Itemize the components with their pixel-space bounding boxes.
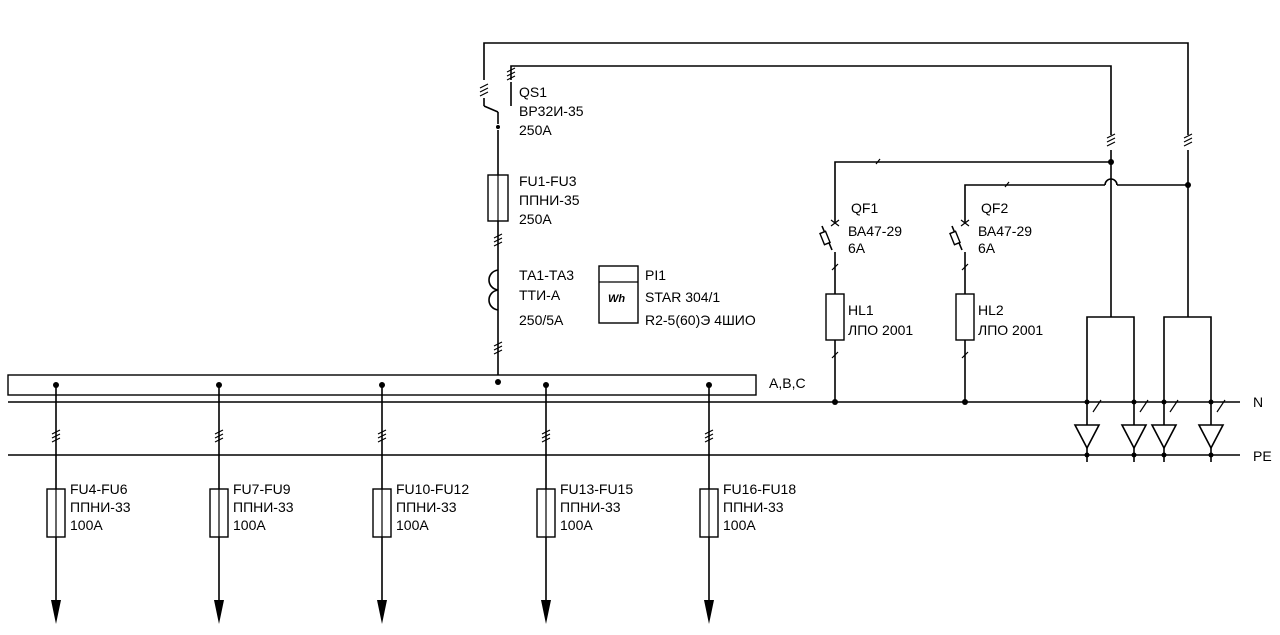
fu1-fu3-id: FU1-FU3	[519, 173, 577, 189]
neutral-bus: N	[8, 394, 1263, 410]
feeder-1-rating: 100А	[70, 517, 103, 533]
wh-meter-icon: Wh	[608, 293, 625, 305]
qf2-rating: 6А	[978, 240, 996, 256]
feeder-2-rating: 100А	[233, 517, 266, 533]
hl2-id: HL2	[978, 302, 1004, 318]
feeder-2-type: ППНИ-33	[233, 499, 294, 515]
feeder-2-id: FU7-FU9	[233, 481, 291, 497]
ta-type: ТТИ-А	[519, 287, 561, 303]
feeder-3-id: FU10-FU12	[396, 481, 469, 497]
feeder-1-type: ППНИ-33	[70, 499, 131, 515]
hl2-type: ЛПО 2001	[978, 322, 1043, 338]
protective-bus: PE	[8, 448, 1272, 464]
socket-outlets	[1073, 316, 1226, 462]
current-transformers-ta1-ta3: ТА1-ТА3 ТТИ-А 250/5А	[488, 267, 574, 376]
phase-bus: A,B,C	[7, 374, 806, 396]
feeder-3-rating: 100А	[396, 517, 429, 533]
qs1-type: ВР32И-35	[519, 103, 584, 119]
main-fuses-fu1-fu3: FU1-FU3 ППНИ-35 250А	[487, 173, 580, 270]
qf2-id: QF2	[981, 200, 1008, 216]
feeder-1: FU4-FU6 ППНИ-33 100А	[46, 382, 131, 624]
feeder-5: FU16-FU18 ППНИ-33 100А	[699, 382, 796, 624]
ta-ratio: 250/5А	[519, 312, 564, 328]
protective-bus-label: PE	[1253, 448, 1272, 464]
qs1-id: QS1	[519, 84, 547, 100]
feeder-2: FU7-FU9 ППНИ-33 100А	[209, 382, 294, 624]
feeder-4-type: ППНИ-33	[560, 499, 621, 515]
feeder-5-rating: 100А	[723, 517, 756, 533]
qf2-type: ВА47-29	[978, 223, 1032, 239]
hl1-type: ЛПО 2001	[848, 322, 913, 338]
feeder-4-id: FU13-FU15	[560, 481, 633, 497]
feeder-1-id: FU4-FU6	[70, 481, 128, 497]
feeder-5-id: FU16-FU18	[723, 481, 796, 497]
qf1-rating: 6А	[848, 240, 866, 256]
lighting-branch-1: QF1 ВА47-29 6А HL1 ЛПО 2001	[819, 150, 1114, 405]
fu1-fu3-type: ППНИ-35	[519, 192, 580, 208]
feeder-4-rating: 100А	[560, 517, 593, 533]
pi1-model: STAR 304/1	[645, 289, 720, 305]
main-switch-qs1: QS1 ВР32И-35 250А	[483, 82, 584, 175]
phase-bus-label: A,B,C	[769, 375, 806, 391]
lighting-branch-2: QF2 ВА47-29 6А HL2 ЛПО 2001	[949, 150, 1191, 405]
pi1-spec: R2-5(60)Э 4ШИО	[645, 312, 756, 328]
feeder-4: FU13-FU15 ППНИ-33 100А	[536, 382, 633, 624]
qf1-type: ВА47-29	[848, 223, 902, 239]
ta-id: ТА1-ТА3	[519, 267, 574, 283]
feeder-3: FU10-FU12 ППНИ-33 100А	[372, 382, 469, 624]
top-supply-conductors	[479, 42, 1193, 147]
feeder-5-type: ППНИ-33	[723, 499, 784, 515]
neutral-bus-label: N	[1253, 394, 1263, 410]
pi1-id: PI1	[645, 267, 666, 283]
hl1-id: HL1	[848, 302, 874, 318]
feeder-3-type: ППНИ-33	[396, 499, 457, 515]
energy-meter-pi1: Wh PI1 STAR 304/1 R2-5(60)Э 4ШИО	[598, 265, 756, 328]
qf1-id: QF1	[851, 200, 878, 216]
fu1-fu3-rating: 250А	[519, 211, 552, 227]
qs1-rating: 250А	[519, 122, 552, 138]
